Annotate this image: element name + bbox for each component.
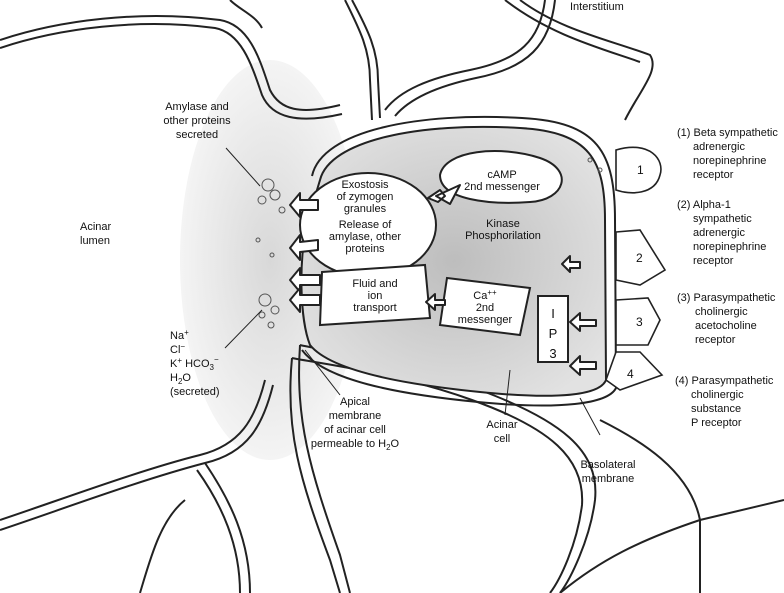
cl-label: Cl− bbox=[170, 342, 185, 356]
text-line: cholinergic bbox=[695, 306, 748, 318]
text-line: amylase, other bbox=[329, 231, 401, 243]
text-line: membrane bbox=[329, 410, 382, 422]
arrow-camp-to-exostosis bbox=[427, 184, 461, 205]
interstitium-label: Interstitium bbox=[570, 1, 624, 13]
lumen-shading bbox=[180, 60, 360, 460]
text-line: lumen bbox=[80, 235, 110, 247]
text-line: cell bbox=[494, 433, 511, 445]
text-line: permeable to H2O bbox=[311, 438, 400, 452]
text-line: ion bbox=[368, 290, 383, 302]
text-line: Basolateral bbox=[580, 459, 635, 471]
text-line: norepinephrine bbox=[693, 155, 766, 167]
receptor-1 bbox=[615, 146, 662, 194]
acinar-cell-label: Acinar cell bbox=[486, 419, 518, 445]
text-line: receptor bbox=[695, 334, 736, 346]
text-line: proteins bbox=[345, 243, 385, 255]
text-line: Kinase bbox=[486, 218, 520, 230]
text-line: sympathetic bbox=[693, 213, 752, 225]
text-line: P receptor bbox=[691, 417, 742, 429]
text-line: Acinar bbox=[486, 419, 518, 431]
arrow-fluid-2 bbox=[289, 287, 321, 313]
camp-box bbox=[438, 150, 563, 204]
text-line: adrenergic bbox=[693, 141, 745, 153]
receptor-2 bbox=[615, 229, 667, 286]
text-line: membrane bbox=[582, 473, 635, 485]
text-line: 2nd messenger bbox=[464, 181, 540, 193]
ca-messenger-text: Ca++ 2nd messenger bbox=[458, 288, 513, 326]
arrow-ca-to-fluid bbox=[425, 293, 446, 311]
receptor-4-number: 4 bbox=[627, 367, 634, 381]
receptor-1-number: 1 bbox=[637, 163, 644, 177]
arrow-secretion-2 bbox=[289, 234, 319, 261]
legend-1-title: (1) Beta sympathetic bbox=[677, 127, 778, 139]
legend-4-title: (4) Parasympathetic bbox=[675, 375, 774, 387]
text-line: Apical bbox=[340, 396, 370, 408]
text-line: 3 bbox=[549, 346, 556, 361]
text-line: 2nd bbox=[476, 302, 494, 314]
arrow-ip3-to-ca bbox=[561, 255, 581, 273]
text-line: acetocholine bbox=[695, 320, 757, 332]
receptors bbox=[605, 146, 667, 391]
arrow-receptor4 bbox=[569, 355, 597, 376]
leader-lines bbox=[224, 147, 601, 436]
text-line: Amylase and bbox=[165, 101, 229, 113]
text-line: Phosphorilation bbox=[465, 230, 541, 242]
text-line: of zymogen bbox=[337, 191, 394, 203]
text-line: Fluid and bbox=[352, 278, 397, 290]
text-line: Release of bbox=[339, 219, 393, 231]
text-line: norepinephrine bbox=[693, 241, 766, 253]
kinase-text: Kinase Phosphorilation bbox=[465, 218, 541, 242]
text-line: transport bbox=[353, 302, 396, 314]
apical-membrane-label: Apical membrane of acinar cell permeable… bbox=[311, 396, 400, 452]
legend-3-title: (3) Parasympathetic bbox=[677, 292, 776, 304]
arrow-secretion-1 bbox=[289, 192, 319, 218]
text-line: Exostosis bbox=[341, 179, 389, 191]
text-line: cholinergic bbox=[691, 389, 744, 401]
fluid-transport-text: Fluid and ion transport bbox=[352, 278, 397, 314]
ca-messenger-box bbox=[438, 276, 532, 337]
amylase-secreted-label: Amylase and other proteins secreted bbox=[163, 101, 231, 141]
arrow-fluid-1 bbox=[289, 267, 321, 293]
na-label: Na+ bbox=[170, 328, 189, 342]
text-line: I bbox=[551, 306, 555, 321]
arrow-receptor3 bbox=[569, 312, 597, 332]
text-line: adrenergic bbox=[693, 227, 745, 239]
exostosis-text: Exostosis of zymogen granules Release of… bbox=[329, 179, 401, 255]
text-line: messenger bbox=[458, 314, 513, 326]
text-line: receptor bbox=[693, 255, 734, 267]
receptor-legend: (1) Beta sympathetic adrenergic norepine… bbox=[675, 127, 778, 429]
text-line: Acinar bbox=[80, 221, 112, 233]
receptor-3 bbox=[615, 297, 661, 346]
receptor-3-number: 3 bbox=[636, 315, 643, 329]
ip3-text: I P 3 bbox=[549, 306, 558, 361]
text-line: substance bbox=[691, 403, 741, 415]
text-line: receptor bbox=[693, 169, 734, 181]
ip3-box bbox=[537, 295, 569, 363]
basolateral-membrane-label: Basolateral membrane bbox=[580, 459, 635, 485]
fluid-transport-box bbox=[318, 263, 432, 327]
text-line: P bbox=[549, 326, 558, 341]
legend-2-title: (2) Alpha-1 bbox=[677, 199, 731, 211]
arrows bbox=[289, 184, 597, 376]
electrolytes-label: Na+ Cl− K+ HCO3− H2O (secreted) bbox=[170, 328, 220, 398]
text-line: of acinar cell bbox=[324, 424, 386, 436]
acinar-lumen-label: Acinar lumen bbox=[80, 221, 112, 247]
text-line: cAMP bbox=[487, 169, 516, 181]
text-line: granules bbox=[344, 203, 387, 215]
secreted-label: (secreted) bbox=[170, 386, 220, 398]
receptor-4 bbox=[605, 351, 664, 391]
receptor-2-number: 2 bbox=[636, 251, 643, 265]
k-hco3-label: K+ HCO3− bbox=[170, 355, 219, 372]
text-line: other proteins bbox=[163, 115, 231, 127]
camp-text: cAMP 2nd messenger bbox=[464, 169, 540, 193]
text-line: secreted bbox=[176, 129, 218, 141]
text-line: Ca++ bbox=[473, 288, 497, 302]
granules bbox=[255, 157, 603, 329]
h2o-label: H2O bbox=[170, 372, 191, 386]
